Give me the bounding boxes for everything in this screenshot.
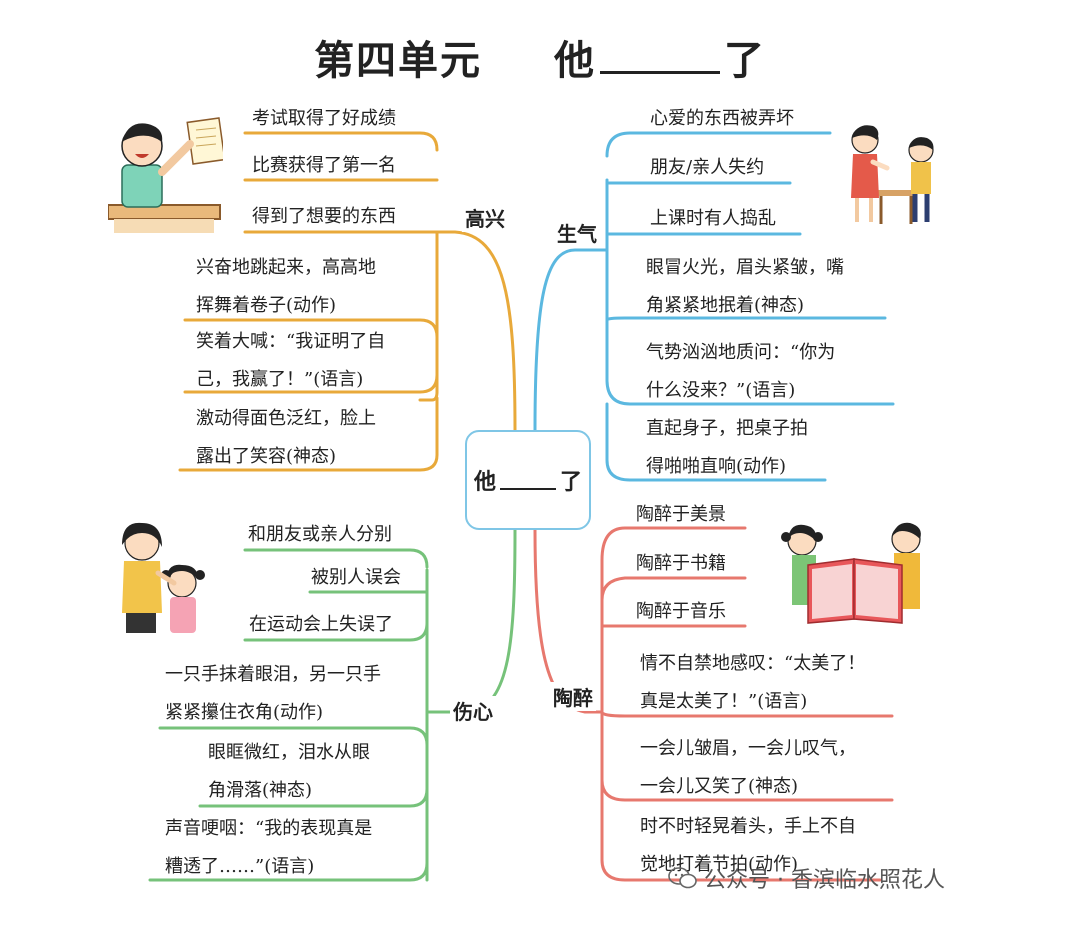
angry-detail-1-line-1: 眼冒火光，眉头紧皱，嘴 bbox=[646, 257, 844, 278]
sad-connectors bbox=[148, 528, 517, 882]
sad-detail-1-line-1: 一只手抹着眼泪，另一只手 bbox=[165, 664, 381, 685]
sad-detail-2-line-1: 眼眶微红，泪水从眼 bbox=[208, 742, 370, 763]
sad-detail-2-line-2: 角滑落(神态) bbox=[208, 780, 313, 801]
center-suffix: 了 bbox=[560, 470, 583, 495]
title-blank bbox=[599, 41, 720, 74]
happy-detail-3-line-2: 露出了笑容(神态) bbox=[196, 446, 337, 467]
sad-detail-2: 眼眶微红，泪水从眼 角滑落(神态) bbox=[208, 734, 370, 810]
center-node: 他了 bbox=[465, 430, 591, 530]
watermark-text: 公众号 · 香滨临水照花人 bbox=[704, 868, 945, 893]
happy-detail-1: 兴奋地跳起来，高高地 挥舞着卷子(动作) bbox=[196, 249, 376, 325]
page-title: 第四单元 他 了 bbox=[0, 28, 1080, 86]
happy-student-illustration bbox=[108, 117, 223, 233]
happy-situation-2: 比赛获得了第一名 bbox=[252, 155, 396, 176]
angry-situation-2: 朋友/亲人失约 bbox=[650, 157, 765, 178]
sad-mother-child-illustration bbox=[122, 522, 205, 633]
happy-detail-2-line-1: 笑着大喊：“我证明了自 bbox=[196, 331, 386, 352]
sad-situation-3: 在运动会上失误了 bbox=[249, 614, 393, 635]
happy-connectors bbox=[178, 131, 517, 472]
center-prefix: 他 bbox=[473, 470, 496, 495]
angry-detail-2-line-1: 气势汹汹地质问：“你为 bbox=[646, 342, 836, 363]
happy-detail-1-line-1: 兴奋地跳起来，高高地 bbox=[196, 257, 376, 278]
happy-detail-3-line-1: 激动得面色泛红，脸上 bbox=[196, 408, 376, 429]
enchanted-detail-3-line-1: 时不时轻晃着头，手上不自 bbox=[640, 816, 856, 837]
angry-detail-2-line-2: 什么没来？”(语言) bbox=[646, 380, 796, 401]
enchanted-situation-1: 陶醉于美景 bbox=[636, 504, 726, 525]
enchanted-detail-2-line-1: 一会儿皱眉，一会儿叹气， bbox=[640, 738, 856, 759]
enchanted-detail-3-line-2: 觉地打着节拍(动作) bbox=[640, 854, 799, 875]
happy-situation-3: 得到了想要的东西 bbox=[252, 206, 396, 227]
sad-detail-1: 一只手抹着眼泪，另一只手 紧紧攥住衣角(动作) bbox=[165, 656, 381, 732]
wechat-icon bbox=[668, 867, 697, 889]
enchanted-situation-2: 陶醉于书籍 bbox=[636, 553, 726, 574]
enchanted-detail-1-line-1: 情不自禁地感叹：“太美了！ bbox=[640, 653, 866, 674]
title-subject: 他 bbox=[553, 38, 596, 84]
watermark: 公众号 · 香滨临水照花人 bbox=[668, 862, 945, 894]
angry-detail-3: 直起身子，把桌子拍 得啪啪直响(动作) bbox=[646, 410, 808, 486]
branch-enchanted-label: 陶醉 bbox=[550, 682, 596, 711]
enchanted-connectors bbox=[533, 526, 894, 882]
enchanted-detail-1: 情不自禁地感叹：“太美了！ 真是太美了！”(语言) bbox=[640, 645, 865, 721]
angry-detail-1: 眼冒火光，眉头紧皱，嘴 角紧紧地抿着(神态) bbox=[646, 249, 844, 325]
sad-detail-3: 声音哽咽：“我的表现真是 糟透了……”(语言) bbox=[165, 810, 372, 886]
branch-angry-label: 生气 bbox=[554, 218, 600, 247]
sad-detail-3-line-2: 糟透了……”(语言) bbox=[165, 856, 315, 877]
enchanted-detail-3: 时不时轻晃着头，手上不自 觉地打着节拍(动作) bbox=[640, 808, 856, 884]
happy-situation-1: 考试取得了好成绩 bbox=[252, 108, 396, 129]
branch-sad-label: 伤心 bbox=[450, 696, 496, 725]
angry-situation-1: 心爱的东西被弄坏 bbox=[650, 108, 794, 129]
enchanted-reading-kids-illustration bbox=[781, 522, 921, 624]
happy-detail-1-line-2: 挥舞着卷子(动作) bbox=[196, 295, 337, 316]
happy-detail-3: 激动得面色泛红，脸上 露出了笑容(神态) bbox=[196, 400, 376, 476]
happy-detail-2: 笑着大喊：“我证明了自 己，我赢了！”(语言) bbox=[196, 323, 385, 399]
sad-detail-1-line-2: 紧紧攥住衣角(动作) bbox=[165, 702, 324, 723]
title-suffix: 了 bbox=[723, 38, 766, 84]
angry-detail-3-line-2: 得啪啪直响(动作) bbox=[646, 456, 787, 477]
angry-connectors bbox=[533, 131, 895, 482]
branch-happy-label: 高兴 bbox=[462, 203, 508, 232]
enchanted-detail-2-line-2: 一会儿又笑了(神态) bbox=[640, 776, 799, 797]
angry-kids-illustration bbox=[851, 125, 934, 224]
enchanted-detail-2: 一会儿皱眉，一会儿叹气， 一会儿又笑了(神态) bbox=[640, 730, 856, 806]
sad-situation-1: 和朋友或亲人分别 bbox=[248, 524, 392, 545]
angry-detail-1-line-2: 角紧紧地抿着(神态) bbox=[646, 295, 805, 316]
angry-detail-2: 气势汹汹地质问：“你为 什么没来？”(语言) bbox=[646, 334, 835, 410]
title-unit: 第四单元 bbox=[314, 38, 483, 84]
enchanted-situation-3: 陶醉于音乐 bbox=[636, 601, 726, 622]
angry-situation-3: 上课时有人捣乱 bbox=[650, 208, 776, 229]
center-blank bbox=[500, 470, 556, 490]
enchanted-detail-1-line-2: 真是太美了！”(语言) bbox=[640, 691, 808, 712]
sad-detail-3-line-1: 声音哽咽：“我的表现真是 bbox=[165, 818, 373, 839]
angry-detail-3-line-1: 直起身子，把桌子拍 bbox=[646, 418, 808, 439]
sad-situation-2: 被别人误会 bbox=[311, 567, 401, 588]
happy-detail-2-line-2: 己，我赢了！”(语言) bbox=[196, 369, 364, 390]
